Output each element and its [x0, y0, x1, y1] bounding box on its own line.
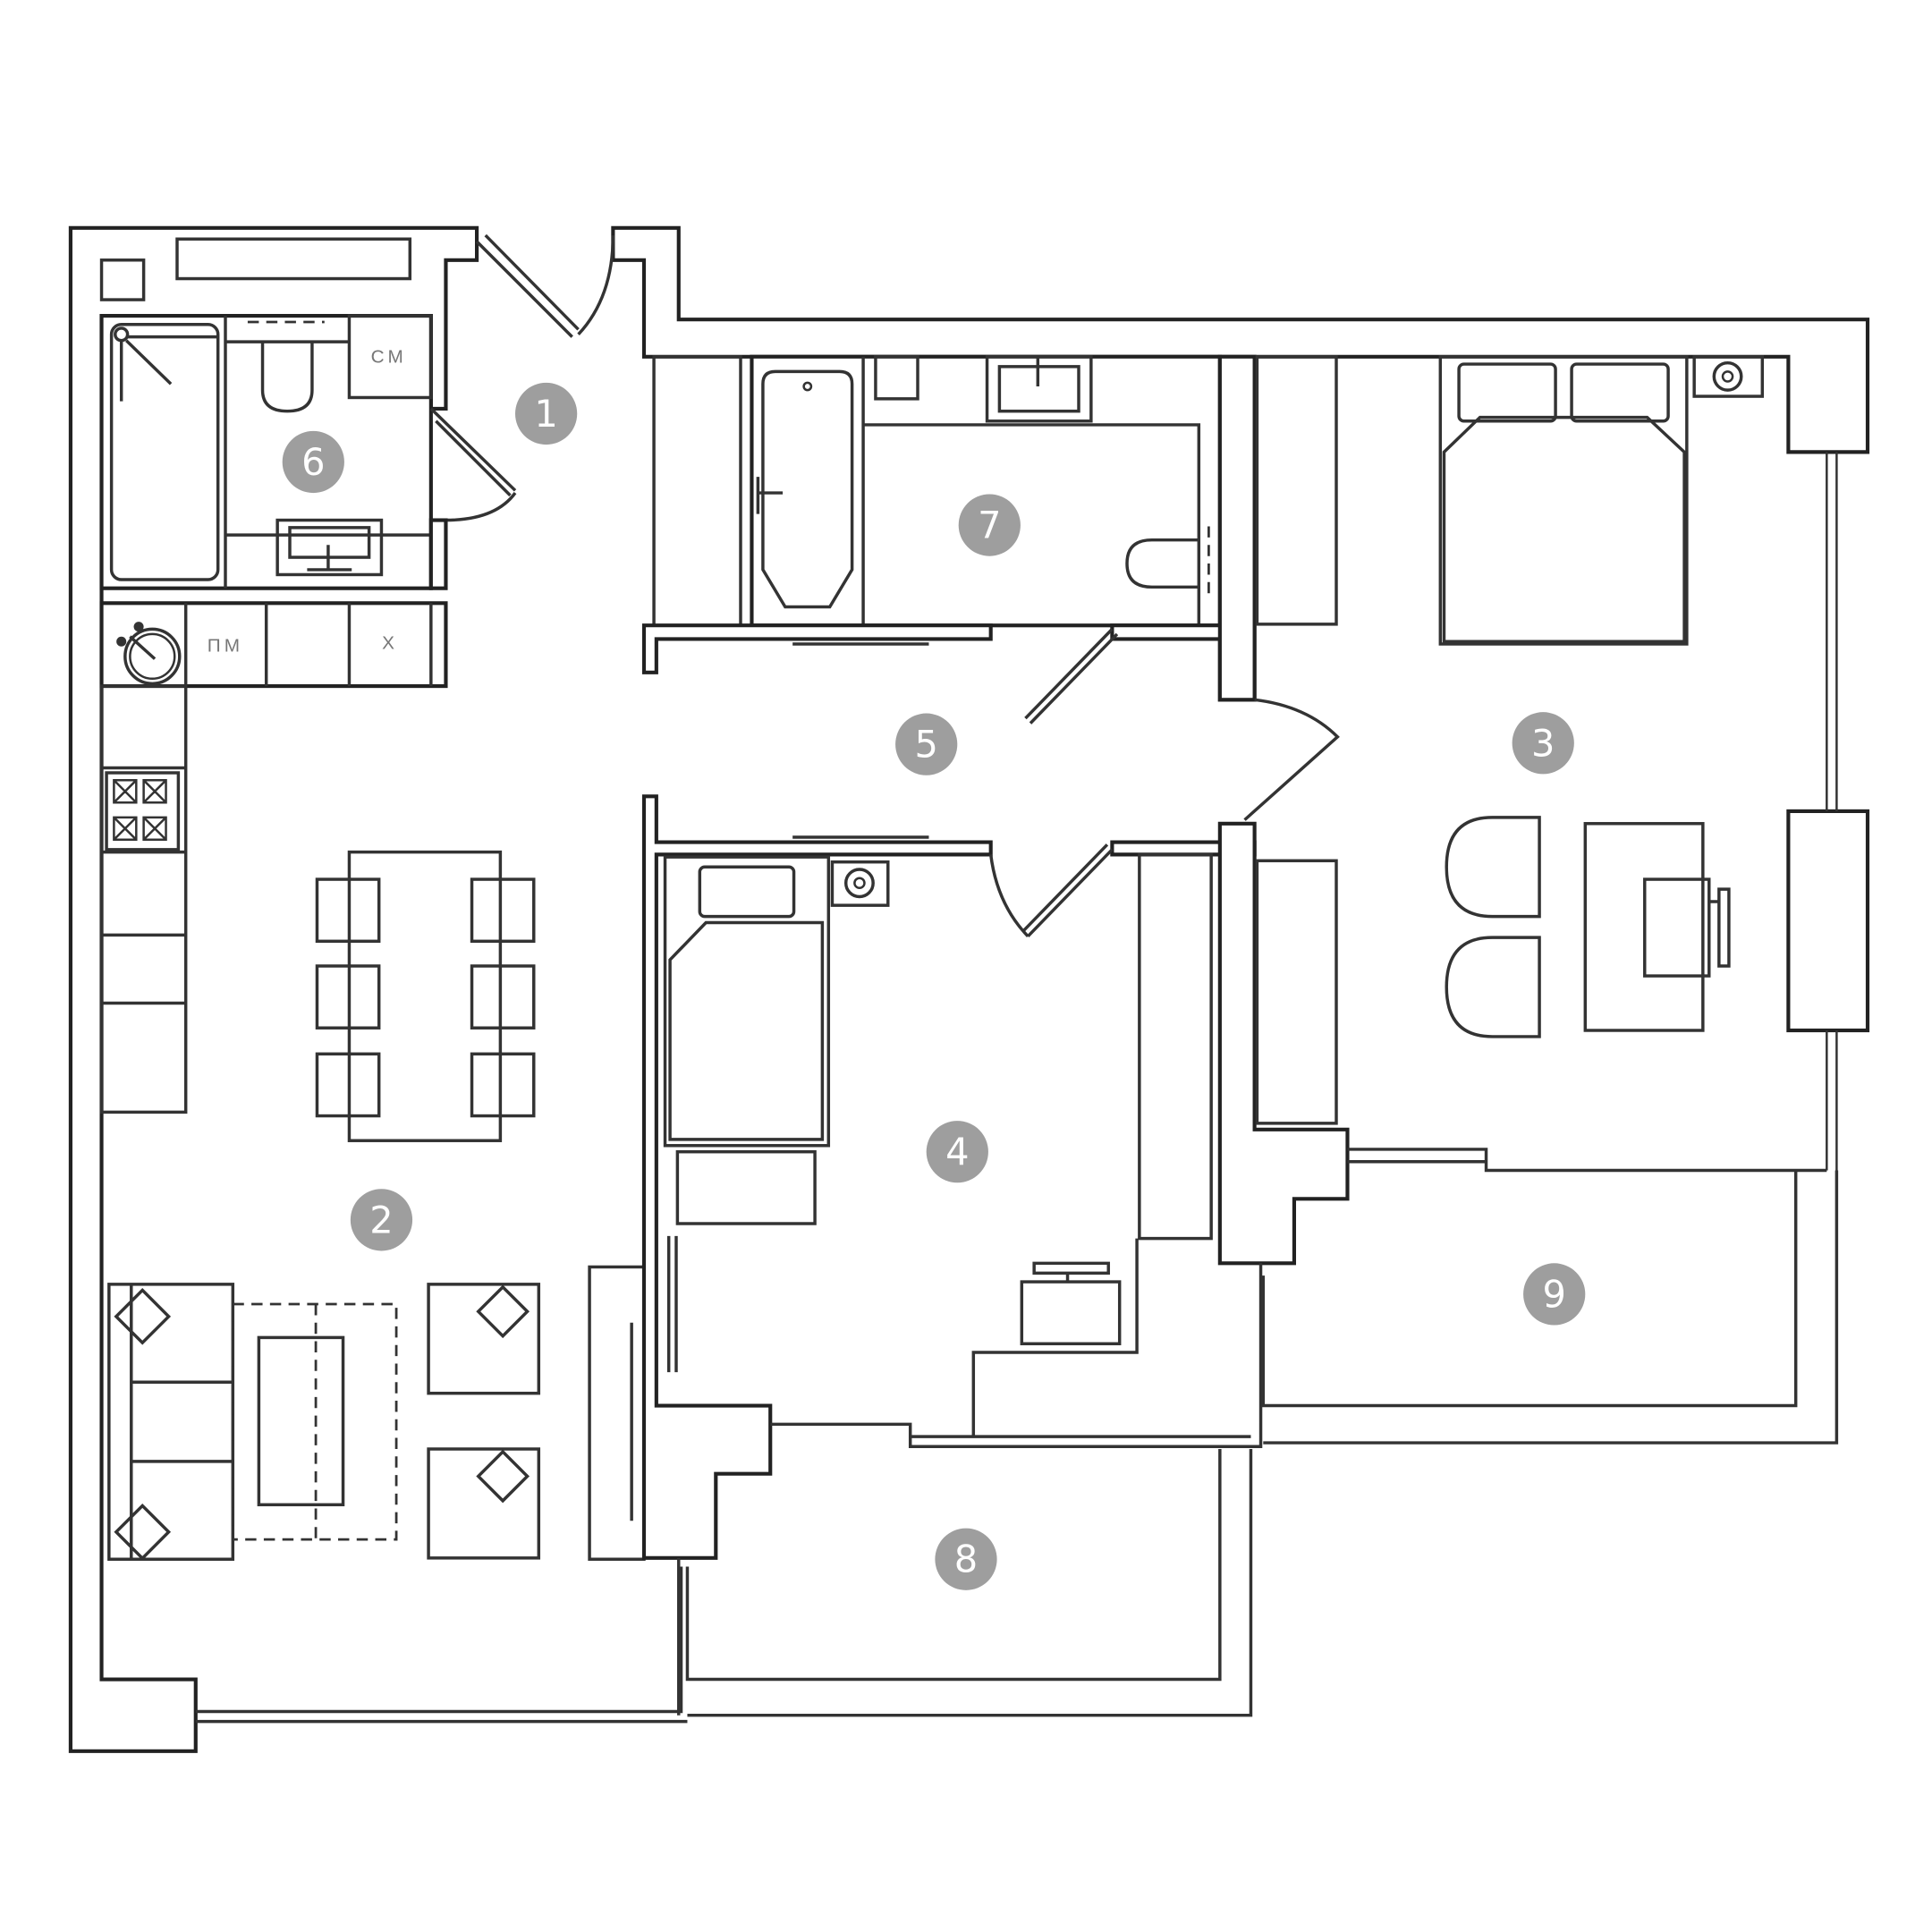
svg-text:3: 3 — [1531, 721, 1555, 765]
room-badge-5: 5 — [895, 713, 958, 775]
bathroom-6 — [99, 314, 517, 590]
room-badge-2: 2 — [350, 1189, 413, 1251]
svg-text:7: 7 — [978, 504, 1001, 547]
room-badge-4: 4 — [926, 1121, 988, 1183]
bedroom-3-furniture — [1438, 355, 1765, 1038]
interior-walls — [641, 354, 1827, 1560]
fridge-label: Х — [382, 633, 398, 654]
room-badge-7: 7 — [958, 494, 1021, 556]
room-badge-6: 6 — [282, 430, 344, 494]
hall-wardrobe — [652, 355, 742, 627]
dining-table — [315, 850, 536, 1142]
exterior-walls — [68, 225, 1870, 1753]
svg-text:4: 4 — [945, 1130, 969, 1174]
wardrobe-room-4 — [1138, 852, 1213, 1241]
balcony-9 — [1261, 1170, 1839, 1445]
wardrobe-entry — [175, 237, 412, 281]
room-badge-3: 3 — [1512, 712, 1574, 775]
washer-label: СМ — [371, 347, 407, 368]
entrance-door[interactable] — [475, 233, 615, 338]
bedroom-4-furniture — [663, 642, 1139, 1437]
wardrobe-room-3a — [1255, 355, 1338, 626]
svg-text:6: 6 — [301, 440, 325, 484]
svg-text:1: 1 — [534, 392, 557, 436]
room-badge-9: 9 — [1523, 1263, 1586, 1326]
dishwasher-label: ПМ — [208, 635, 244, 656]
svg-text:2: 2 — [369, 1198, 393, 1241]
svg-text:9: 9 — [1542, 1272, 1565, 1316]
svg-text:5: 5 — [914, 723, 937, 767]
living-furniture — [107, 1265, 646, 1561]
room-badge-8: 8 — [935, 1528, 997, 1590]
kitchen-cabinets — [99, 601, 448, 1114]
room-badge-1: 1 — [515, 382, 578, 445]
shaft — [99, 258, 146, 301]
svg-text:8: 8 — [954, 1538, 978, 1581]
wardrobe-room-3b — [1255, 859, 1338, 1125]
balcony-8 — [677, 1449, 1253, 1717]
